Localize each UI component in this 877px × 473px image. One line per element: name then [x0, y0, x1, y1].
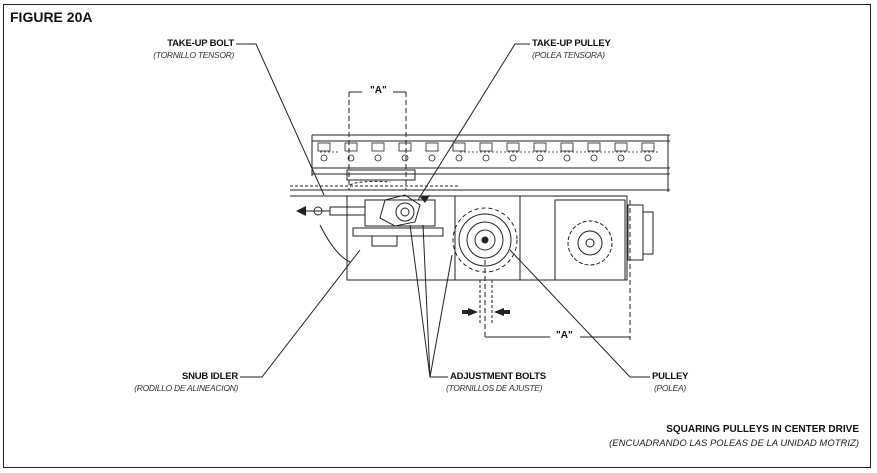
take-up-bolt-label-es: (TORNILLO TENSOR): [153, 50, 234, 60]
figure-caption-es: (ENCUADRANDO LAS POLEAS DE LA UNIDAD MOT…: [609, 438, 859, 449]
dimension-a-bottom: [479, 200, 631, 340]
take-up-bolt-label: TAKE-UP BOLT: [167, 38, 234, 49]
dimension-a-top-label: "A": [370, 85, 387, 96]
right-arrow-icon: [468, 308, 478, 316]
take-up-pulley-label: TAKE-UP PULLEY: [532, 38, 611, 49]
figure-frame: [3, 4, 871, 468]
adjustment-bolts-label-es: (TORNILLOS DE AJUSTE): [446, 383, 543, 393]
figure-caption: SQUARING PULLEYS IN CENTER DRIVE: [666, 424, 859, 435]
left-arrow-icon: [494, 308, 504, 316]
adjustment-bolts-label: ADJUSTMENT BOLTS: [450, 371, 546, 382]
pulley-label-es: (POLEA): [654, 383, 686, 393]
pulley-arrow-icon: [420, 195, 430, 203]
pulley-label: PULLEY: [652, 371, 689, 382]
leader-lines: [236, 43, 650, 378]
take-up-assembly: [300, 169, 444, 247]
dimension-a-bottom-label: "A": [556, 330, 573, 341]
drive-housing: [346, 195, 654, 281]
figure-title: FIGURE 20A: [10, 9, 93, 25]
snub-idler-label: SNUB IDLER: [181, 371, 238, 382]
left-arrow-icon: [296, 206, 306, 216]
drive-pulley: [452, 207, 518, 273]
roller-row: [317, 142, 660, 162]
arrows: [296, 195, 510, 316]
snub-idler-label-es: (RODILLO DE ALINEACION): [134, 383, 238, 393]
take-up-pulley-label-es: (POLEA TENSORA): [532, 50, 605, 60]
dimension-a-top: [348, 91, 407, 190]
conveyor-frame: [311, 134, 670, 192]
